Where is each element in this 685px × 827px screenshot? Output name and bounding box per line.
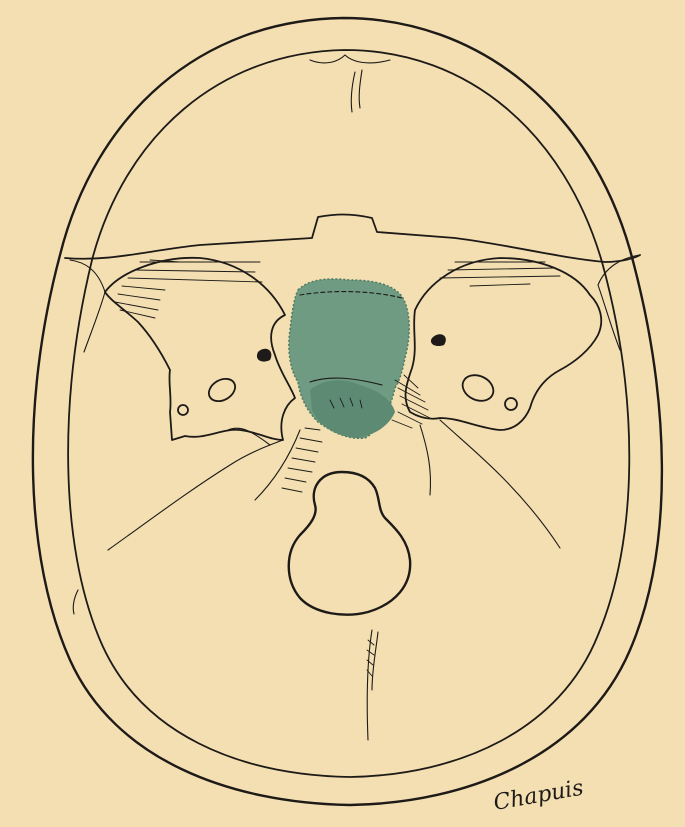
- skull-base-illustration: Chapuis: [0, 0, 685, 827]
- skull-base-drawing: Chapuis: [0, 0, 685, 827]
